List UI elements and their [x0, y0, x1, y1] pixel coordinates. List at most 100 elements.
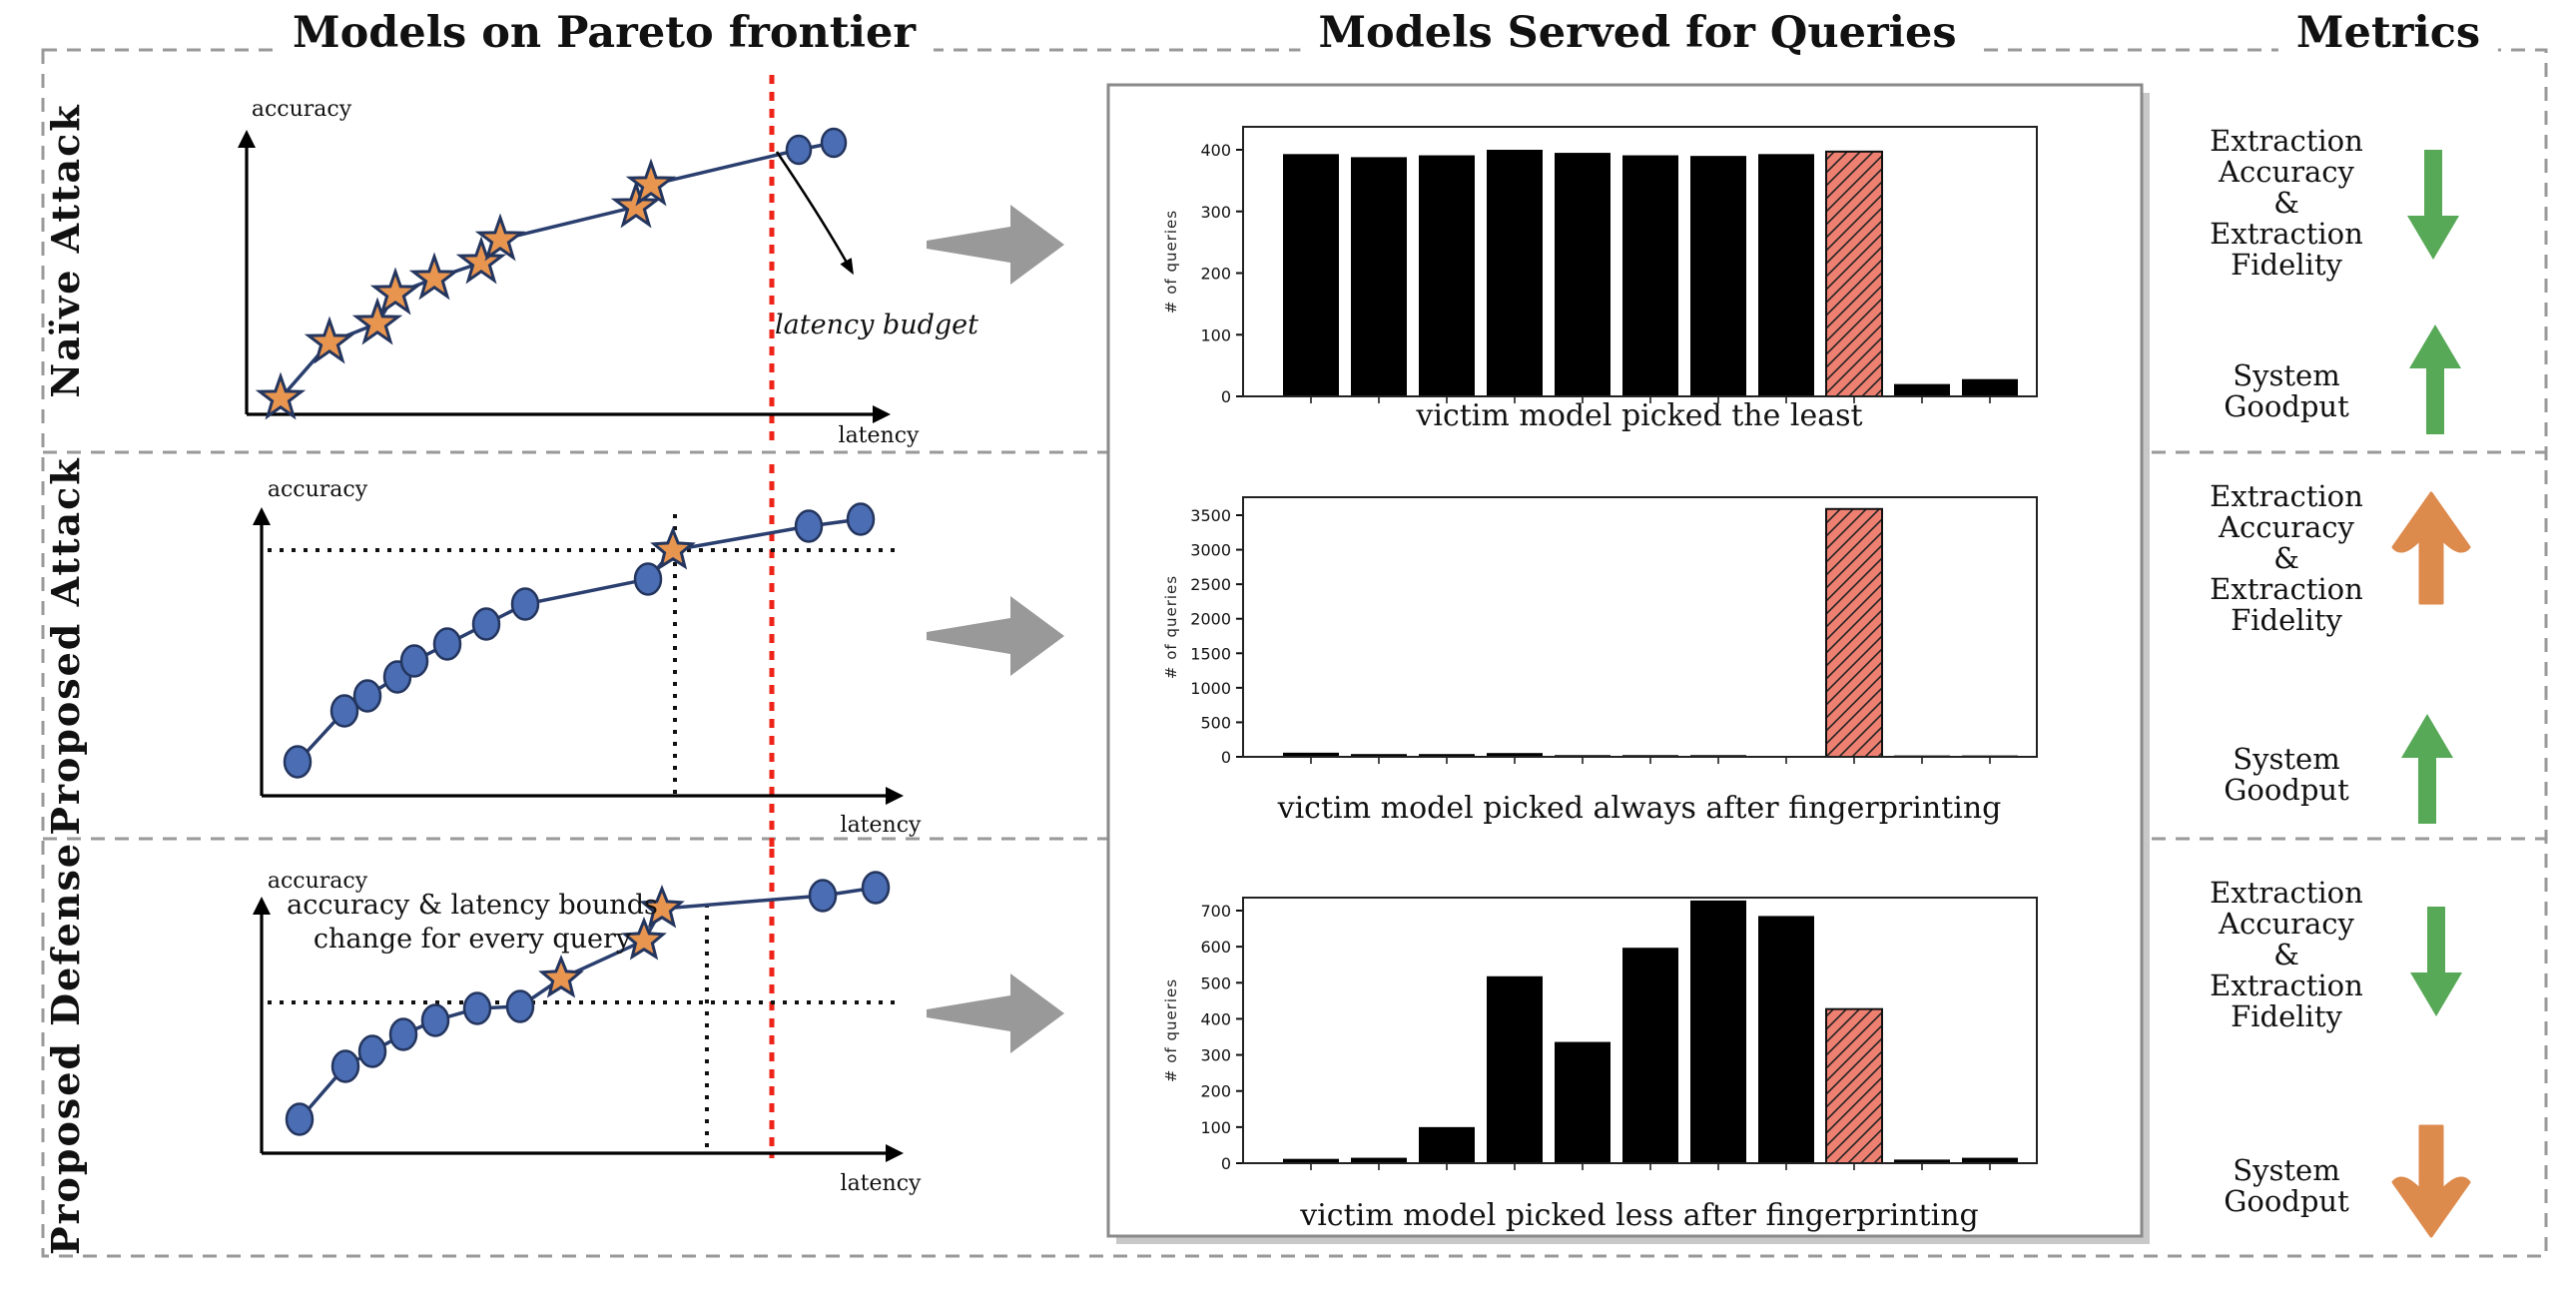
query-count-bar — [1351, 157, 1407, 396]
bar-chart-caption: victim model picked less after fingerpri… — [1300, 1198, 1979, 1233]
query-count-bar — [1555, 1041, 1610, 1163]
model-point — [283, 745, 313, 779]
sampled-model-star — [474, 213, 526, 262]
victim-model-bar — [1825, 150, 1883, 397]
sampled-model-star — [625, 158, 677, 207]
row-label-proposed-defense: Proposed Defense — [43, 841, 88, 1256]
query-count-bar — [1351, 1157, 1407, 1163]
model-point — [420, 1003, 450, 1037]
metric-extraction-label: Extraction Accuracy & Extraction Fidelit… — [2210, 876, 2363, 1033]
svg-text:1500: 1500 — [1190, 644, 1231, 663]
query-count-bar — [1487, 753, 1543, 757]
green-down-arrow-icon — [2407, 150, 2459, 260]
model-point — [432, 627, 462, 661]
sampled-model-star — [408, 252, 460, 301]
sampled-model-star — [538, 954, 584, 998]
victim-model-bar — [1825, 507, 1883, 758]
model-point — [330, 1049, 360, 1083]
flow-arrow-icon — [927, 205, 1064, 285]
svg-text:100: 100 — [1200, 1118, 1231, 1137]
svg-text:200: 200 — [1200, 265, 1231, 284]
svg-text:0: 0 — [1221, 748, 1231, 767]
bar-chart-caption: victim model picked always after fingerp… — [1277, 791, 2002, 826]
query-count-bar — [1622, 155, 1678, 396]
query-count-bar — [1283, 154, 1339, 396]
pareto-frontier-line — [296, 517, 862, 764]
pareto-plot — [238, 75, 891, 444]
query-count-bar — [1962, 378, 2018, 396]
query-count-bar — [1283, 1158, 1339, 1163]
query-count-bar — [1419, 754, 1475, 757]
metric-goodput-label: System Goodput — [2224, 1153, 2349, 1218]
svg-text:400: 400 — [1200, 141, 1231, 160]
model-point — [505, 989, 535, 1023]
green-down-arrow-icon — [2410, 907, 2462, 1016]
svg-text:400: 400 — [1200, 1009, 1231, 1028]
orange-up-arrow-icon — [2391, 491, 2471, 605]
svg-text:200: 200 — [1200, 1082, 1231, 1101]
x-axis-label-latency: latency — [838, 423, 920, 448]
query-count-bar — [1962, 1157, 2018, 1163]
query-count-bar — [1758, 154, 1814, 396]
y-axis-label-accuracy: accuracy — [251, 97, 352, 122]
svg-text:600: 600 — [1200, 938, 1231, 957]
column-title-queries: Models Served for Queries — [1300, 8, 1975, 58]
x-axis-label-latency: latency — [840, 1171, 922, 1196]
sampled-model-star — [621, 916, 667, 961]
query-count-bar — [1419, 1126, 1475, 1163]
bar-chart-caption: victim model picked the least — [1416, 398, 1863, 433]
y-axis-label-accuracy: accuracy — [267, 869, 368, 894]
flow-arrow-icon — [927, 973, 1064, 1053]
svg-text:700: 700 — [1200, 902, 1231, 921]
queries-bar-chart: 0 100 200 300 400 # of queries — [1162, 126, 2038, 406]
latency-budget-annotation: latency budget — [775, 310, 978, 340]
bar-chart-ylabel: # of queries — [1162, 978, 1180, 1082]
metric-arrows — [2391, 491, 2471, 824]
sampled-model-star — [255, 371, 307, 420]
query-count-bar — [1487, 975, 1543, 1163]
column-title-metrics: Metrics — [2277, 8, 2499, 58]
model-point — [510, 587, 540, 621]
query-count-bar — [1894, 1159, 1950, 1163]
svg-text:0: 0 — [1221, 1154, 1231, 1173]
svg-text:3500: 3500 — [1190, 506, 1231, 525]
victim-model-bar — [1825, 1007, 1883, 1164]
query-count-bar — [1690, 900, 1746, 1163]
metric-goodput-label: System Goodput — [2224, 742, 2349, 807]
svg-text:500: 500 — [1200, 973, 1231, 992]
pareto-frontier-line — [279, 141, 835, 400]
model-point — [388, 1017, 418, 1051]
model-point — [861, 871, 891, 905]
metric-arrows — [2407, 150, 2461, 434]
annotation-curve-arrow — [775, 151, 853, 271]
query-count-bar — [1894, 383, 1950, 396]
svg-text:300: 300 — [1200, 1046, 1231, 1065]
svg-text:300: 300 — [1200, 203, 1231, 222]
query-count-bar — [1351, 754, 1407, 757]
bar-chart-ylabel: # of queries — [1162, 210, 1180, 314]
query-count-bar — [1690, 156, 1746, 396]
svg-text:100: 100 — [1200, 325, 1231, 344]
row-label-naive-attack: Naïve Attack — [43, 103, 88, 398]
sampled-model-star — [639, 884, 685, 929]
model-point — [285, 1102, 315, 1136]
sampled-model-star — [650, 525, 696, 570]
y-axis-label-accuracy: accuracy — [267, 477, 368, 502]
metric-extraction-label: Extraction Accuracy & Extraction Fidelit… — [2210, 479, 2363, 637]
query-count-bar — [1622, 948, 1678, 1163]
svg-text:0: 0 — [1221, 387, 1231, 406]
bar-chart-ylabel: # of queries — [1162, 575, 1180, 679]
x-axis-label-latency: latency — [840, 813, 922, 838]
sampled-model-star — [304, 316, 355, 364]
model-point — [785, 134, 813, 166]
model-point — [794, 509, 824, 543]
flow-arrow-icon — [927, 596, 1064, 676]
metric-arrows — [2391, 907, 2471, 1238]
model-point — [352, 679, 382, 713]
green-up-arrow-icon — [2409, 324, 2461, 434]
metric-goodput-label: System Goodput — [2224, 358, 2349, 423]
pareto-plot — [253, 464, 904, 857]
query-count-bar — [1419, 155, 1475, 396]
